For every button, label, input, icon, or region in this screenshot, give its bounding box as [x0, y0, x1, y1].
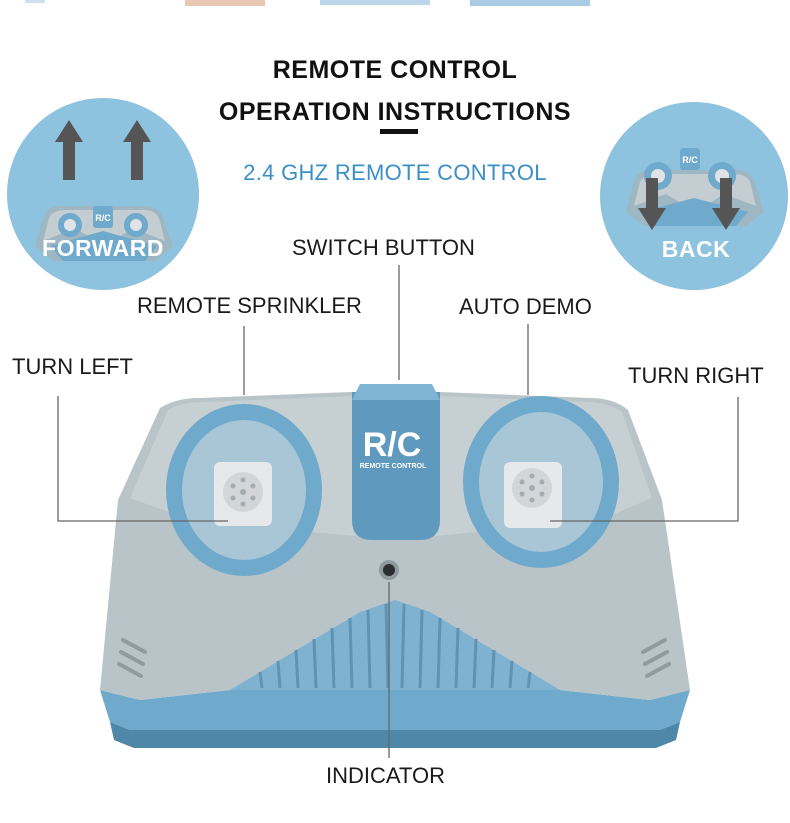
arrow-down-icon	[638, 178, 740, 230]
title-line-1: REMOTE CONTROL	[272, 56, 518, 84]
back-badge: R/C BACK	[596, 100, 790, 296]
back-label: BACK	[661, 236, 731, 262]
svg-text:R/C: R/C	[363, 426, 422, 464]
svg-text:REMOTE CONTROL: REMOTE CONTROL	[360, 463, 427, 470]
svg-text:R/C: R/C	[682, 155, 698, 165]
forward-label: FORWARD	[42, 235, 164, 261]
top-image-strip	[0, 0, 790, 8]
turn-right-label: TURN RIGHT	[628, 363, 764, 388]
remote-sprinkler-label: REMOTE SPRINKLER	[137, 293, 362, 318]
forward-badge: R/C FORWARD	[5, 96, 201, 292]
title-line-2: OPERATION INSTRUCTIONS	[218, 98, 572, 126]
auto-demo-label: AUTO DEMO	[459, 294, 592, 319]
arrow-up-icon	[55, 120, 151, 180]
indicator-label: INDICATOR	[326, 763, 445, 788]
turn-left-label: TURN LEFT	[12, 354, 133, 379]
svg-text:R/C: R/C	[95, 213, 111, 223]
subtitle: 2.4 GHZ REMOTE CONTROL	[243, 160, 547, 185]
switch-button-label: SWITCH BUTTON	[292, 235, 475, 260]
title-underline	[380, 129, 418, 134]
